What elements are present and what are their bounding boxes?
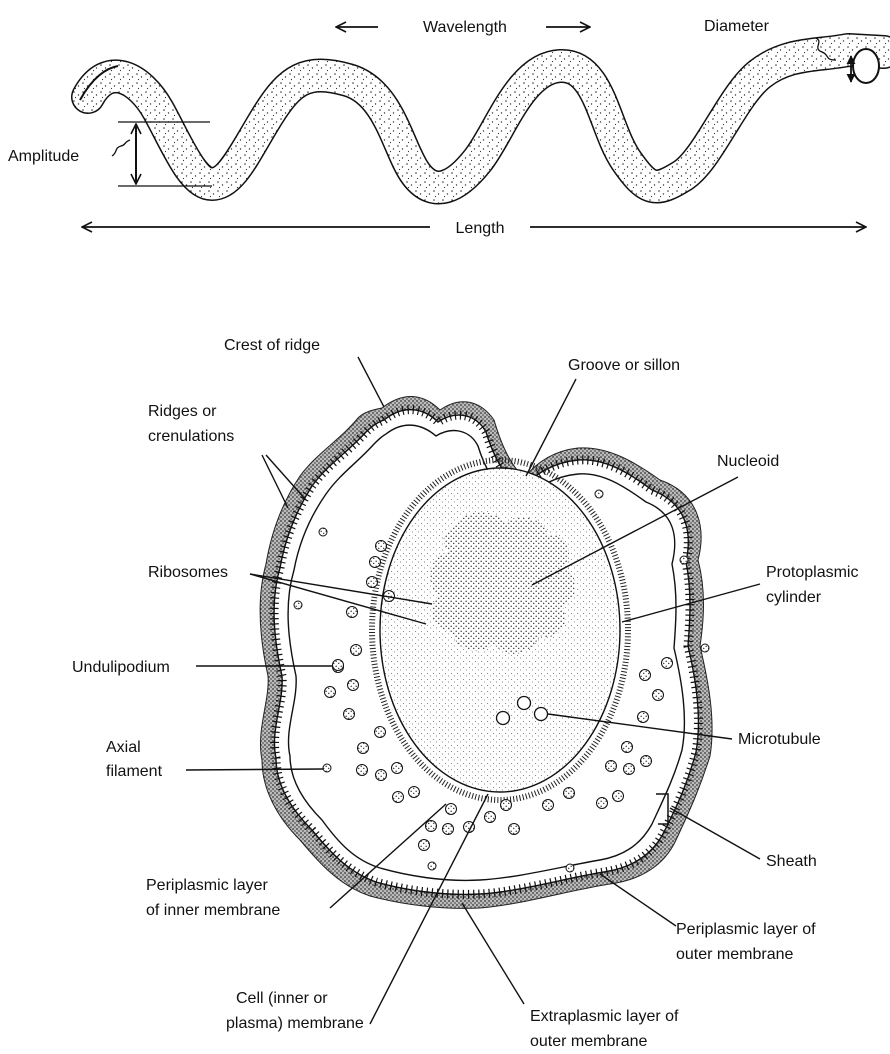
undulipodium [622, 742, 633, 753]
undulipodium [344, 709, 355, 720]
undulipodium [641, 756, 652, 767]
ridges-label-line2: crenulations [148, 428, 234, 445]
microtubule [497, 712, 510, 725]
microtubule-label: Microtubule [738, 731, 821, 748]
undulipodium [357, 765, 368, 776]
ribosomes-label: Ribosomes [148, 564, 228, 581]
axial-filament-leader [186, 769, 323, 770]
diameter-label: Diameter [704, 18, 770, 35]
extraplasmic-line1: Extraplasmic layer of [530, 1008, 679, 1025]
undulipodium [662, 658, 673, 669]
undulipodium [294, 601, 302, 609]
cell-membrane-line1: Cell (inner or [236, 990, 328, 1007]
undulipodium [680, 556, 688, 564]
sheath-leader [670, 808, 760, 859]
undulipodium [426, 821, 437, 832]
undulipodium [325, 687, 336, 698]
undulipodium [375, 727, 386, 738]
crest-of-ridge-leader [358, 357, 384, 407]
periplasmic-outer-line2: outer membrane [676, 946, 793, 963]
axial-filament-line2: filament [106, 763, 163, 780]
nucleoid-label: Nucleoid [717, 453, 779, 470]
ridges-label-line1: Ridges or [148, 403, 217, 420]
crest-of-ridge-label: Crest of ridge [224, 337, 320, 354]
undulipodium [319, 528, 327, 536]
protoplasmic-cylinder-line2: cylinder [766, 589, 822, 606]
undulipodium [485, 812, 496, 823]
spirochete-body [80, 49, 884, 188]
undulipodium [351, 645, 362, 656]
length-label: Length [456, 220, 505, 237]
undulipodium [358, 743, 369, 754]
undulipodium [428, 862, 436, 870]
undulipodium [367, 577, 378, 588]
cross-section [260, 396, 712, 908]
undulipodium-label: Undulipodium [72, 659, 170, 676]
sheath-label: Sheath [766, 853, 817, 870]
undulipodium [409, 787, 420, 798]
protoplasmic-cylinder-line1: Protoplasmic [766, 564, 858, 581]
microtubule [535, 708, 548, 721]
periplasmic-outer-leader [600, 874, 676, 926]
undulipodium [564, 788, 575, 799]
undulipodium [347, 607, 358, 618]
cell-membrane-line2: plasma) membrane [226, 1015, 364, 1032]
undulipodium [393, 792, 404, 803]
extraplasmic-line2: outer membrane [530, 1033, 647, 1050]
undulipodium-pointer-dot [333, 660, 344, 671]
amplitude-label: Amplitude [8, 148, 79, 165]
undulipodium [597, 798, 608, 809]
axial-filament-line1: Axial [106, 739, 141, 756]
undulipodium [613, 791, 624, 802]
undulipodium [566, 864, 574, 872]
undulipodium [638, 712, 649, 723]
undulipodium [376, 770, 387, 781]
undulipodium [543, 800, 554, 811]
groove-label: Groove or sillon [568, 357, 680, 374]
undulipodium [419, 840, 430, 851]
undulipodium [376, 541, 387, 552]
undulipodium [443, 824, 454, 835]
wavelength-label: Wavelength [423, 19, 507, 36]
undulipodium [392, 763, 403, 774]
undulipodium [509, 824, 520, 835]
undulipodium [606, 761, 617, 772]
microtubule [518, 697, 531, 710]
undulipodium [348, 680, 359, 691]
undulipodium [653, 690, 664, 701]
periplasmic-outer-line1: Periplasmic layer of [676, 921, 816, 938]
periplasmic-inner-line2: of inner membrane [146, 902, 280, 919]
undulipodium [640, 670, 651, 681]
extraplasmic-leader [462, 903, 524, 1004]
amplitude-leader [112, 140, 130, 156]
undulipodium [701, 644, 709, 652]
undulipodium [446, 804, 457, 815]
undulipodium [595, 490, 603, 498]
axial-filament-dot [323, 764, 331, 772]
periplasmic-inner-line1: Periplasmic layer [146, 877, 268, 894]
undulipodium [624, 764, 635, 775]
undulipodium [370, 557, 381, 568]
ridges-leader-1 [262, 455, 288, 508]
undulipodium [501, 800, 512, 811]
